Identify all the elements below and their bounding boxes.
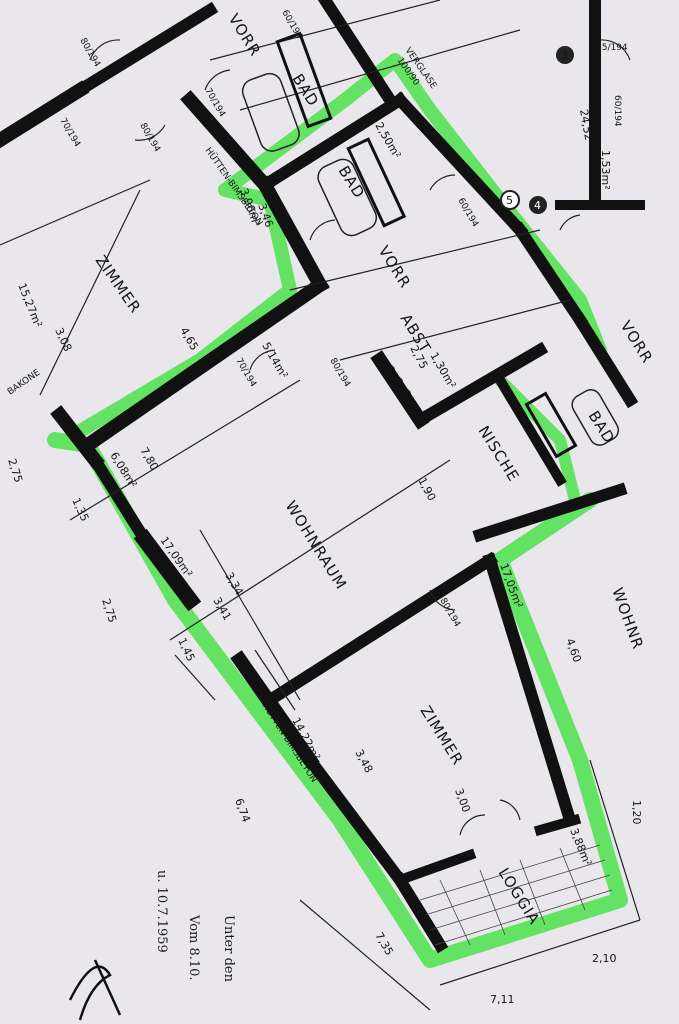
green-highlight bbox=[47, 53, 628, 968]
dim-735: 7,35 bbox=[372, 930, 396, 958]
hand-line3: u. 10.7.1959 bbox=[154, 870, 169, 953]
dim-460: 4,60 bbox=[563, 637, 584, 664]
door-label: 60/194 bbox=[612, 95, 622, 127]
dim-674: 6,74 bbox=[232, 797, 253, 824]
room-wohn-right: WOHNR bbox=[608, 585, 647, 652]
area-vorr-mid: 5,14m² bbox=[259, 340, 290, 381]
marker-3-label: 3 bbox=[561, 49, 568, 62]
door-label: 80/194 bbox=[437, 597, 462, 630]
door-label: 70/194 bbox=[57, 117, 82, 150]
marker-4-label: 4 bbox=[534, 199, 541, 212]
door-label: 60/194 bbox=[455, 197, 480, 230]
marker-5-label: 5 bbox=[506, 194, 513, 207]
bath-fixtures bbox=[241, 31, 620, 459]
signature-mark-icon bbox=[68, 959, 122, 1021]
door-label: 80/194 bbox=[137, 122, 162, 155]
dim-341: 3,41 bbox=[210, 595, 234, 623]
dim-465: 4,65 bbox=[177, 325, 201, 353]
dim-275-b: 2,75 bbox=[99, 597, 119, 624]
room-zimmer-left: ZIMMER bbox=[92, 252, 145, 317]
room-vorr-right: VORR bbox=[617, 318, 657, 367]
hand-line2: Vom 8.10. bbox=[186, 914, 201, 981]
area-zimmer-left: 15,27m² bbox=[15, 281, 45, 329]
room-vorr-mid: VORR bbox=[375, 243, 415, 292]
door-label: 85/194 bbox=[596, 43, 628, 53]
loggia-hatch bbox=[419, 844, 613, 946]
area-bad-top: 2,50m² bbox=[372, 120, 403, 161]
dot-icon bbox=[385, 365, 395, 375]
dim-780: 7,80 bbox=[137, 445, 161, 473]
dim-275-a: 2,75 bbox=[5, 457, 25, 484]
area-top-right: 1,53m² bbox=[599, 150, 612, 190]
marker-3-icon bbox=[556, 46, 574, 64]
dimension-lines bbox=[0, 0, 641, 1011]
door-swings bbox=[89, 39, 631, 836]
note-balkon: BAKONE bbox=[6, 368, 43, 398]
room-zimmer-lower: ZIMMER bbox=[417, 703, 467, 769]
dot-icon bbox=[401, 389, 411, 399]
dim-120: 1,20 bbox=[630, 800, 643, 825]
room-wohnraum: WOHNRAUM bbox=[282, 498, 351, 593]
hand-line1: Unter den bbox=[221, 915, 236, 983]
dim-348: 3,48 bbox=[352, 747, 375, 775]
marker-5-icon bbox=[500, 190, 520, 210]
dim-135: 1,35 bbox=[69, 496, 91, 524]
marker-circles: 3 4 5 bbox=[500, 46, 574, 214]
room-bad-right: BAD bbox=[585, 408, 619, 447]
dim-210: 2,10 bbox=[592, 952, 617, 965]
area-loggia: 3,88m² bbox=[567, 826, 594, 868]
handwritten-notes: Unter den Vom 8.10. u. 10.7.1959 bbox=[68, 870, 236, 1021]
room-nische: NISCHE bbox=[475, 423, 523, 485]
dim-300: 3,00 bbox=[452, 787, 473, 814]
room-vorr-top: VORR bbox=[225, 11, 265, 60]
dim-711: 7,11 bbox=[490, 993, 515, 1006]
door-label: 80/194 bbox=[327, 357, 352, 390]
dim-2452: 24,52 bbox=[577, 108, 595, 141]
dim-190: 1,90 bbox=[415, 475, 438, 503]
area-abst: 1,30m² bbox=[427, 350, 458, 391]
dot-icon bbox=[393, 377, 403, 387]
door-label: 80/194 bbox=[77, 37, 102, 70]
marker-4-icon bbox=[529, 196, 547, 214]
walls bbox=[0, 0, 645, 954]
